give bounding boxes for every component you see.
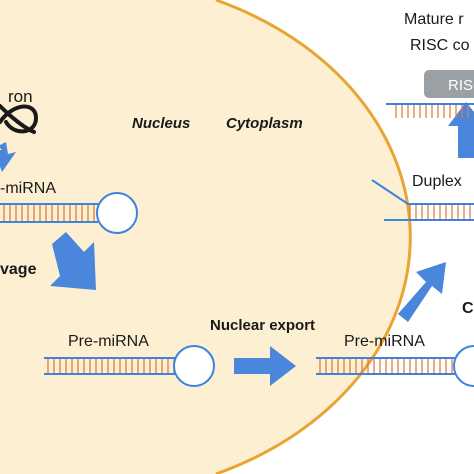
nuclear-export-label: Nuclear export <box>210 317 315 334</box>
arrow-intron-to-pri <box>0 142 16 172</box>
cleavage-label: vage <box>0 261 37 278</box>
mirna-duplex <box>371 179 474 221</box>
pri-mirna-hairpin <box>0 192 138 234</box>
risc-complex-label: RISC co <box>410 37 470 54</box>
intron-label: ron <box>8 87 33 106</box>
cytoplasm-label: Cytoplasm <box>226 115 303 132</box>
arrow-nuclear-export <box>234 346 296 386</box>
pre-mirna-cytoplasm-label: Pre-miRNA <box>344 333 425 350</box>
risc-box-label: RISC <box>448 77 474 94</box>
pre-mirna-nucleus-hairpin <box>44 345 215 387</box>
mature-mirna-label: Mature r <box>404 11 464 28</box>
dicer-label: C <box>462 300 474 317</box>
nuclear-envelope <box>215 0 412 474</box>
arrow-to-risc <box>448 102 474 158</box>
duplex-label: Duplex <box>412 173 462 190</box>
intron-lariat-icon <box>0 104 39 134</box>
pre-mirna-nucleus-label: Pre-miRNA <box>68 333 149 350</box>
arrow-cleavage <box>50 232 96 290</box>
arrow-to-duplex <box>398 262 446 322</box>
nucleus-region <box>0 0 411 474</box>
pre-mirna-cytoplasm-hairpin <box>316 345 474 387</box>
pri-mirna-label: -miRNA <box>0 180 56 197</box>
risc-complex: RISC <box>386 70 474 118</box>
nucleus-label: Nucleus <box>132 115 190 132</box>
